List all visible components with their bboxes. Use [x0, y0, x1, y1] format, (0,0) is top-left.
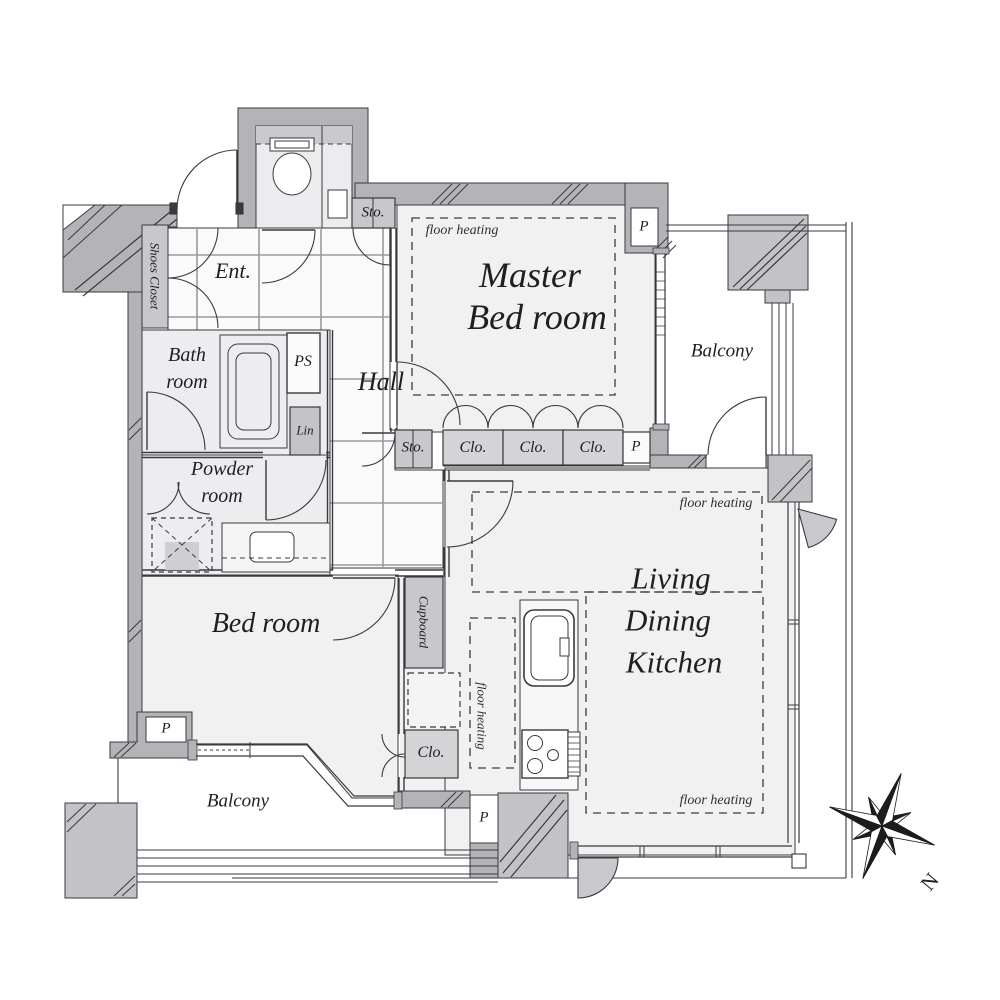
stove-icon: [521, 729, 581, 779]
powder-door-arc: [265, 459, 327, 521]
living-door-arc: [446, 480, 514, 548]
sto-hall-door-arc: [361, 432, 396, 467]
bathtub-icon: [219, 334, 288, 449]
toilet-icon: [256, 126, 352, 228]
kitchen-counter: [519, 599, 581, 791]
entrance-door-arc: [169, 149, 244, 215]
kitchen-sink-icon: [523, 609, 575, 687]
shoes-closet-doors: [167, 227, 219, 329]
bedroom-door-arc: [332, 577, 396, 641]
balcony-side-door-fan: [797, 508, 838, 549]
sto-entrance-door-arc: [352, 227, 391, 266]
doors-layer: [146, 149, 838, 899]
powder-sink-icon: [221, 522, 331, 573]
floor-heating-zones: [411, 217, 764, 814]
windows-layer: [117, 222, 853, 883]
compass-icon: [829, 773, 935, 879]
master-door-arc: [396, 361, 461, 426]
walls-layer: [62, 182, 813, 899]
powder-cabinet-doors: [146, 481, 211, 515]
bath-door-arc: [146, 391, 206, 451]
washer-icon: [151, 517, 213, 573]
storage-layer: [286, 197, 651, 779]
toilet-door-arc: [261, 229, 316, 284]
bedroom-closet-doors: [381, 733, 406, 778]
balcony-right-door-arc: [707, 396, 767, 456]
master-closet-doors: [442, 404, 624, 429]
balcony-bottom-door-fan: [577, 857, 619, 899]
fixtures-layer: [151, 126, 581, 791]
